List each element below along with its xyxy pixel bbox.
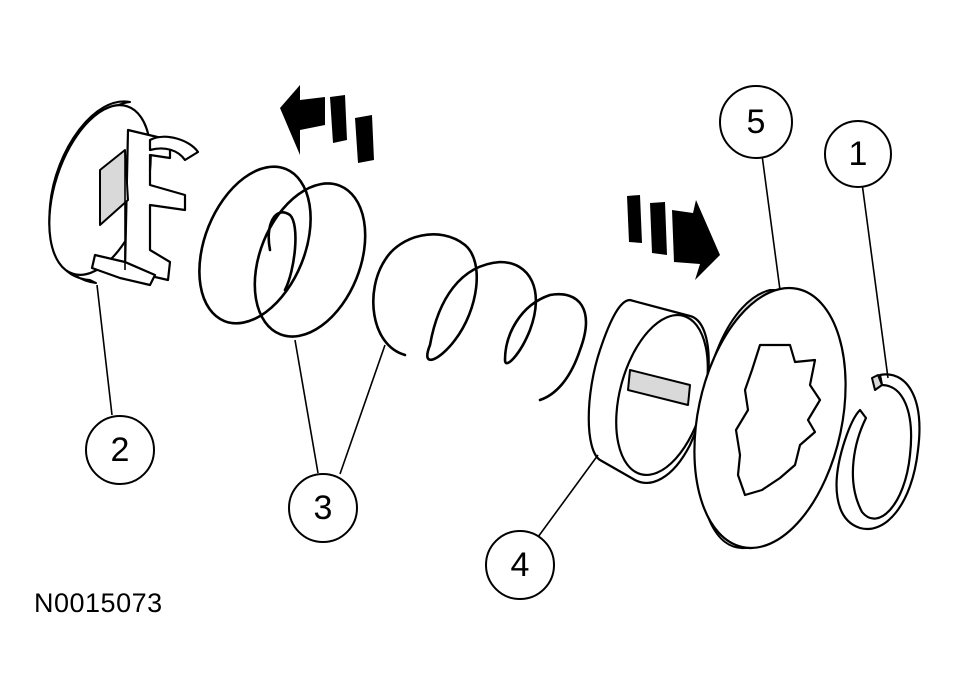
callout-2-label: 2 <box>111 431 130 469</box>
part-3-springs <box>198 165 588 402</box>
leader-line-3a <box>294 339 319 474</box>
part-5-washer <box>693 286 847 550</box>
callout-3-label: 3 <box>314 489 333 527</box>
callout-1-label: 1 <box>849 135 868 173</box>
part-4-sleeve <box>587 298 710 484</box>
arrow-right-icon <box>627 195 720 280</box>
leader-line-2 <box>96 284 113 416</box>
leader-line-4 <box>537 454 599 538</box>
leader-line-3b <box>339 344 386 475</box>
part-2-retainer <box>48 100 200 287</box>
callout-2: 2 <box>85 415 155 485</box>
arrow-left-icon <box>280 85 374 163</box>
callout-3: 3 <box>288 473 358 543</box>
callout-5: 5 <box>719 85 793 159</box>
part-1-snap-ring <box>835 373 921 531</box>
callout-4-label: 4 <box>511 546 530 584</box>
callout-4: 4 <box>485 530 555 600</box>
callout-1: 1 <box>824 120 892 188</box>
callout-5-label: 5 <box>747 103 766 141</box>
leader-line-1 <box>861 182 889 379</box>
figure-id: N0015073 <box>34 588 163 618</box>
leader-line-5 <box>761 154 781 291</box>
